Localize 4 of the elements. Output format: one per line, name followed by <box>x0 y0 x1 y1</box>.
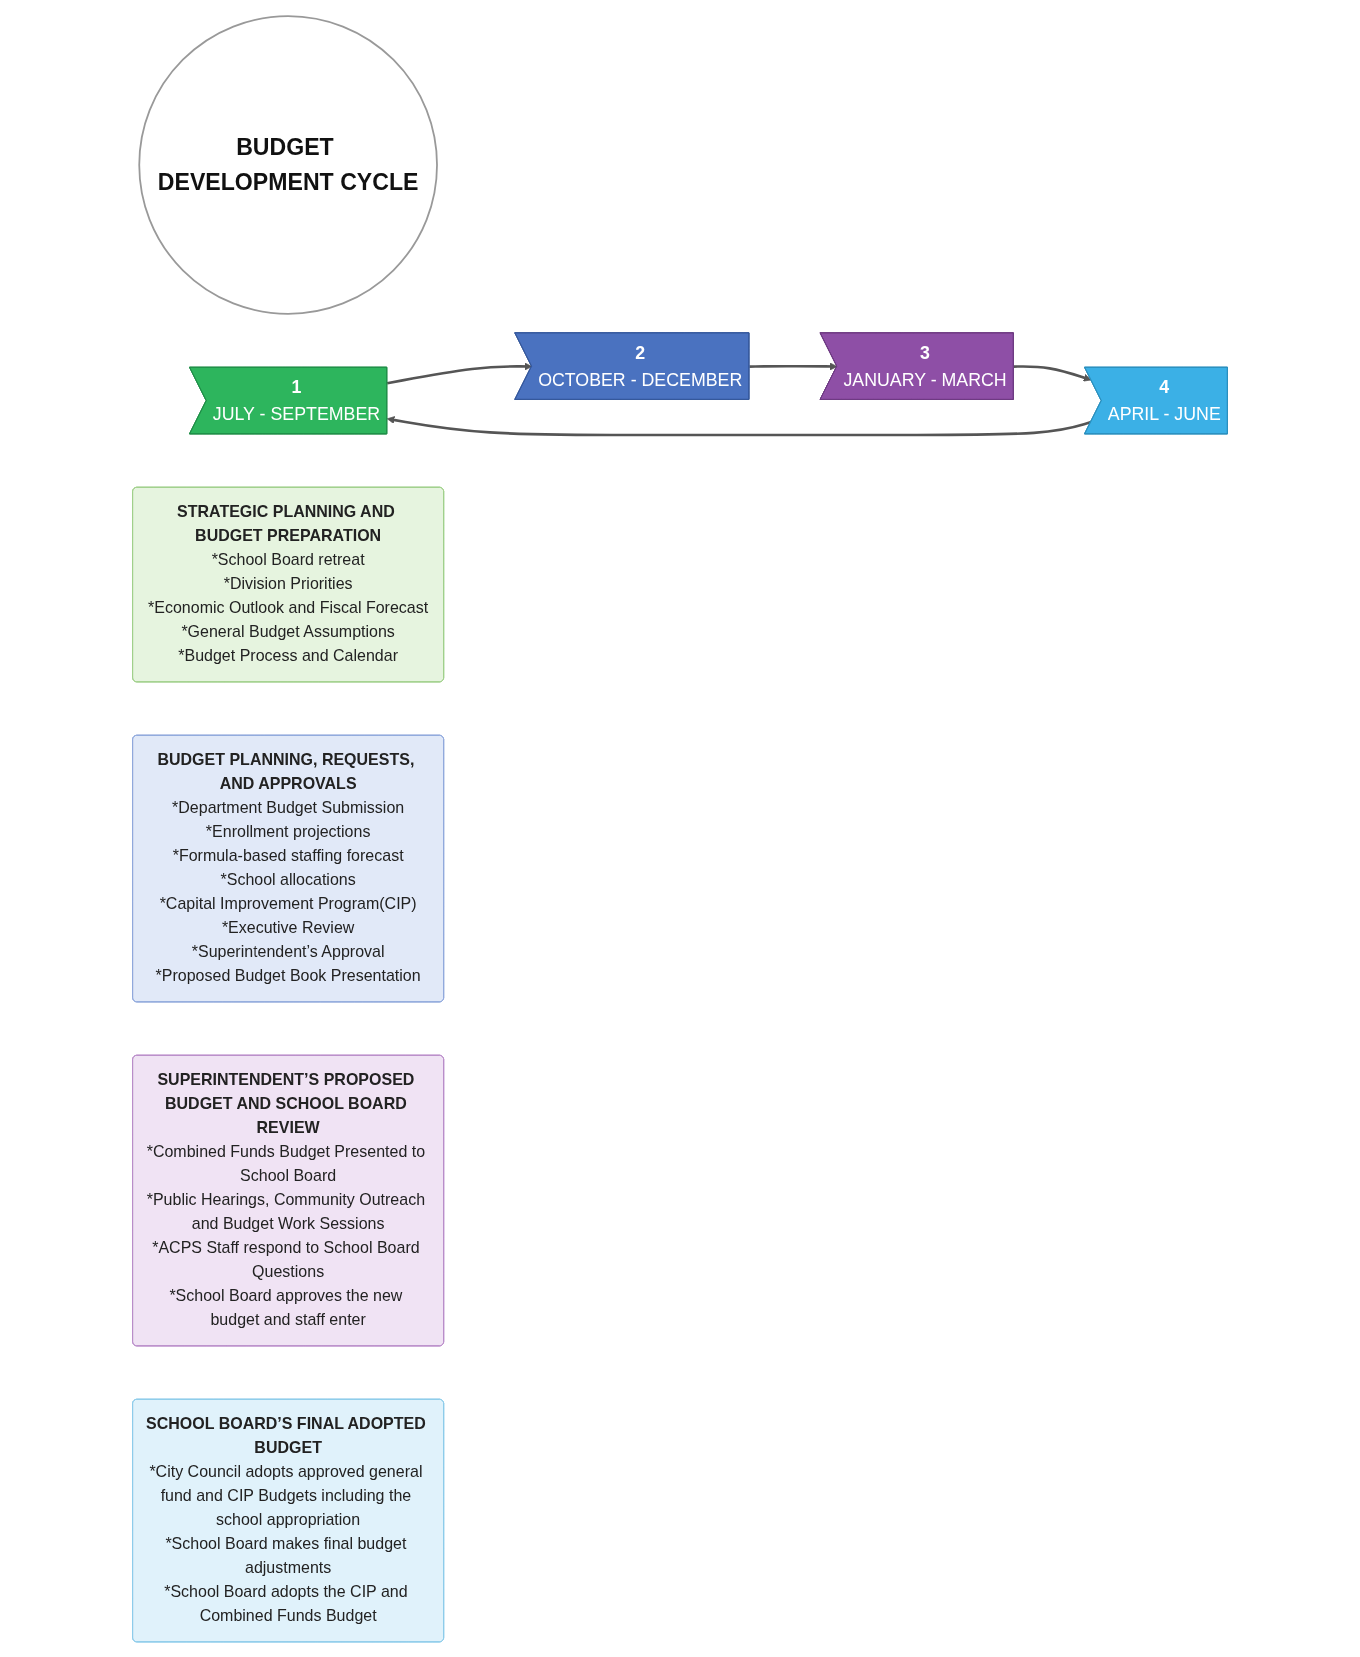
arrow <box>1013 364 1092 381</box>
node-circle: BUDGET DEVELOPMENT CYCLE <box>138 14 438 315</box>
arrow <box>749 362 838 370</box>
arrow <box>386 415 1092 436</box>
